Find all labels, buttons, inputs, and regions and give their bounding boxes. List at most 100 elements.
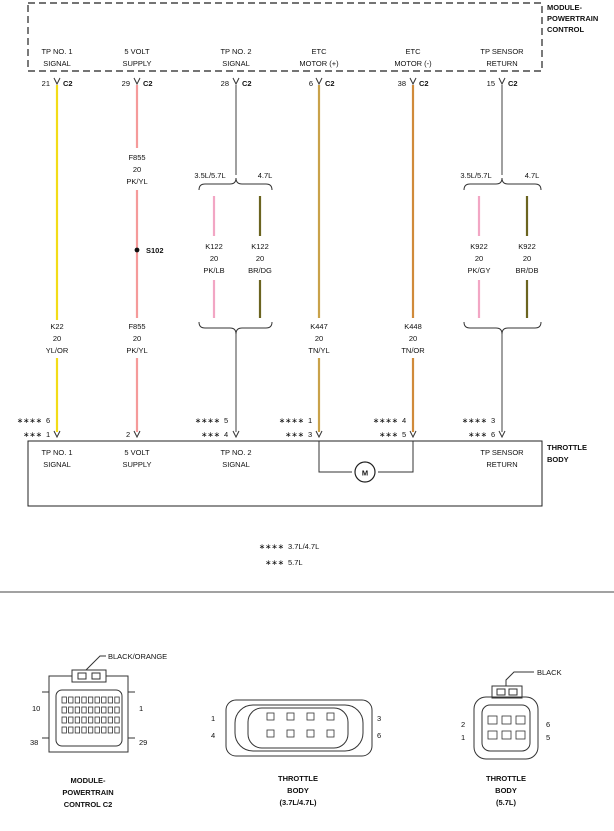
module-conn-4: C2	[325, 79, 335, 88]
motor-lead-right	[378, 441, 414, 473]
k22-color: YL/OR	[46, 346, 69, 355]
tb-chevron-3	[232, 430, 240, 439]
tb-pin-a-6: 3	[491, 416, 495, 425]
pcm-cavity	[68, 726, 74, 734]
pcm-cavity	[94, 706, 100, 714]
branch-brace-3-top	[198, 177, 273, 191]
pcm-pin-grid	[61, 696, 120, 734]
tb-pin-label-1b: SIGNAL	[43, 460, 71, 469]
pcm-cavity	[74, 726, 80, 734]
pcm-cavity	[114, 726, 120, 734]
tb-sym-b-1: ∗∗∗	[23, 430, 42, 439]
module-pin-chevron-1	[53, 77, 61, 86]
tb57-pin-grid	[487, 715, 526, 740]
k922-a-gauge: 20	[475, 254, 483, 263]
f855-lower-circuit: F855	[128, 322, 145, 331]
wire-group	[55, 85, 542, 432]
pcm-pin-29: 29	[139, 738, 147, 747]
throttle-body: ∗∗∗∗ 6 ∗∗∗ 1 2 ∗∗∗∗ 5 ∗∗∗ 4 ∗∗∗∗ 1 ∗∗∗ 3…	[17, 416, 587, 507]
tb57-latch-slot-1	[496, 688, 506, 696]
k122-b-color: BR/DG	[248, 266, 272, 275]
tb37-cavity	[306, 729, 315, 738]
tb37-pin-1: 1	[211, 714, 215, 723]
pcm-caption-3: CONTROL C2	[64, 800, 113, 809]
tb37-cavity	[326, 712, 335, 721]
module-pin-chevron-6	[498, 77, 506, 86]
tb-sym-a-3: ∗∗∗∗	[195, 416, 220, 425]
wire-labels: F855 20 PK/YL S102 3.5L/5.7L 4.7L K122 2…	[42, 153, 539, 358]
pcm-cavity	[101, 696, 107, 704]
pcm-cavity	[88, 726, 94, 734]
pcm-caption-1: MODULE-	[71, 776, 106, 785]
pcm-cavity	[68, 716, 74, 724]
tb57-callout-line	[505, 671, 534, 688]
k447-color: TN/YL	[308, 346, 329, 355]
motor-label: M	[362, 469, 368, 478]
module-pin-chevron-2	[133, 77, 141, 86]
pcm-cavity	[68, 706, 74, 714]
tb-pin-a-5: 4	[402, 416, 406, 425]
module-pin-num-3: 28	[221, 79, 229, 88]
pcm-cavity	[61, 726, 67, 734]
pcm-cavity	[61, 696, 67, 704]
tb57-caption-2: BODY	[495, 786, 517, 795]
tb-chevron-5	[409, 430, 417, 439]
module-pin-label-6b: RETURN	[486, 59, 517, 68]
tb-sym-a-6: ∗∗∗∗	[462, 416, 487, 425]
pcm-latch-slot-1	[77, 672, 87, 680]
f855-lower-gauge: 20	[133, 334, 141, 343]
k122-b-circuit: K122	[251, 242, 269, 251]
tb57-cavity	[501, 715, 512, 725]
motor-icon	[354, 461, 376, 483]
k22-circuit: K22	[50, 322, 63, 331]
tb37-pin-6: 6	[377, 731, 381, 740]
tb57-pin-2: 2	[461, 720, 465, 729]
module-pin-num-1: 21	[42, 79, 50, 88]
module-title-1: MODULE-	[547, 3, 582, 12]
module-conn-3: C2	[242, 79, 252, 88]
tb-pin-label-2b: SUPPLY	[122, 460, 151, 469]
tb-chevron-6	[498, 430, 506, 439]
pcm-callout: BLACK/ORANGE	[108, 652, 167, 661]
k447-gauge: 20	[315, 334, 323, 343]
tb-chevron-1	[53, 430, 61, 439]
tb-pin-label-6b: RETURN	[486, 460, 517, 469]
k922-a-color: PK/GY	[468, 266, 491, 275]
pcm-cavity	[88, 706, 94, 714]
pcm-cavity	[88, 696, 94, 704]
pcm-cavity	[107, 696, 113, 704]
tb57-cavity	[487, 730, 498, 740]
module-dashed-outline	[27, 2, 543, 72]
tb-pin-b-3: 4	[224, 430, 228, 439]
module-powertrain-control: MODULE- POWERTRAIN CONTROL TP NO. 1 SIGN…	[27, 2, 598, 88]
pcm-cavity	[101, 716, 107, 724]
pcm-cavity	[74, 716, 80, 724]
module-pin-label-5a: ETC	[406, 47, 422, 56]
module-conn-6: C2	[508, 79, 518, 88]
tb57-cavity	[487, 715, 498, 725]
tb-pin-label-3b: SIGNAL	[222, 460, 250, 469]
tb37-cavity	[266, 729, 275, 738]
tb37-caption-2: BODY	[287, 786, 309, 795]
module-pin-chevron-3	[232, 77, 240, 86]
tb37-inner-shell	[234, 704, 364, 752]
k922-b-circuit: K922	[518, 242, 536, 251]
module-pin-num-2: 29	[122, 79, 130, 88]
tb37-caption-3: (3.7L/4.7L)	[279, 798, 317, 807]
tb-sym-b-4: ∗∗∗	[285, 430, 304, 439]
tb57-cavity	[501, 730, 512, 740]
pcm-cavity	[101, 706, 107, 714]
tb57-latch-slot-2	[508, 688, 518, 696]
tb37-pin-4: 4	[211, 731, 215, 740]
tb57-caption-1: THROTTLE	[486, 774, 526, 783]
pcm-caption-2: POWERTRAIN	[62, 788, 113, 797]
pcm-cavity	[68, 696, 74, 704]
module-title-3: CONTROL	[547, 25, 584, 34]
f855-upper-circuit: F855	[128, 153, 145, 162]
pcm-cavity	[81, 706, 87, 714]
tb37-cavity	[326, 729, 335, 738]
k447-circuit: K447	[310, 322, 328, 331]
module-pin-label-3a: TP NO. 2	[220, 47, 251, 56]
tb-pin-a-3: 5	[224, 416, 228, 425]
tb-pin-label-6a: TP SENSOR	[480, 448, 524, 457]
